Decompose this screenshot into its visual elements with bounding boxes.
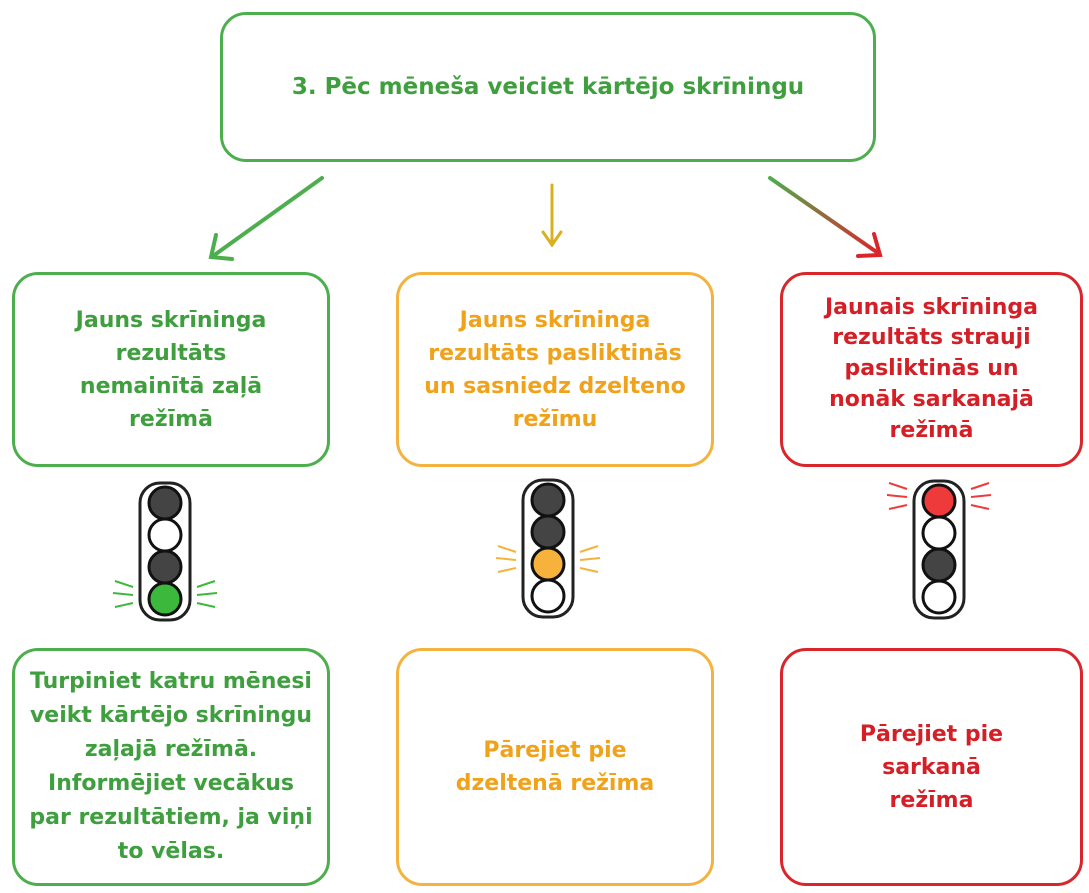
top-step-box: 3. Pēc mēneša veiciet kārtējo skrīningu — [220, 12, 876, 162]
traffic-light-red — [886, 479, 992, 620]
orange-action-text: Pārejiet pie dzeltenā režīma — [455, 738, 655, 796]
green-action-box: Turpiniet katru mēnesi veikt kārtējo skr… — [12, 648, 330, 886]
orange-action-box: Pārejiet pie dzeltenā režīma — [396, 648, 714, 886]
green-result-text: Jauns skrīninga rezultāts nemainītā zaļā… — [75, 307, 267, 432]
green-result-box: Jauns skrīninga rezultāts nemainītā zaļā… — [12, 272, 330, 467]
red-action-box: Pārejiet pie sarkanā režīma — [780, 648, 1083, 886]
red-result-box: Jaunais skrīninga rezultāts strauji pasl… — [780, 272, 1083, 467]
orange-result-box: Jauns skrīninga rezultāts pasliktinās un… — [396, 272, 714, 467]
arrow-right — [768, 176, 883, 258]
red-action-text: Pārejiet pie sarkanā režīma — [859, 721, 1004, 813]
red-result-text: Jaunais skrīninga rezultāts strauji pasl… — [824, 294, 1039, 443]
traffic-light-orange — [495, 478, 601, 619]
orange-result-text: Jauns skrīninga rezultāts pasliktinās un… — [424, 307, 686, 432]
arrow-left — [208, 176, 324, 261]
arrow-center — [541, 183, 563, 248]
traffic-light-green — [112, 481, 218, 622]
top-step-text: 3. Pēc mēneša veiciet kārtējo skrīningu — [291, 74, 805, 100]
green-action-text: Turpiniet katru mēnesi veikt kārtējo skr… — [29, 668, 313, 865]
